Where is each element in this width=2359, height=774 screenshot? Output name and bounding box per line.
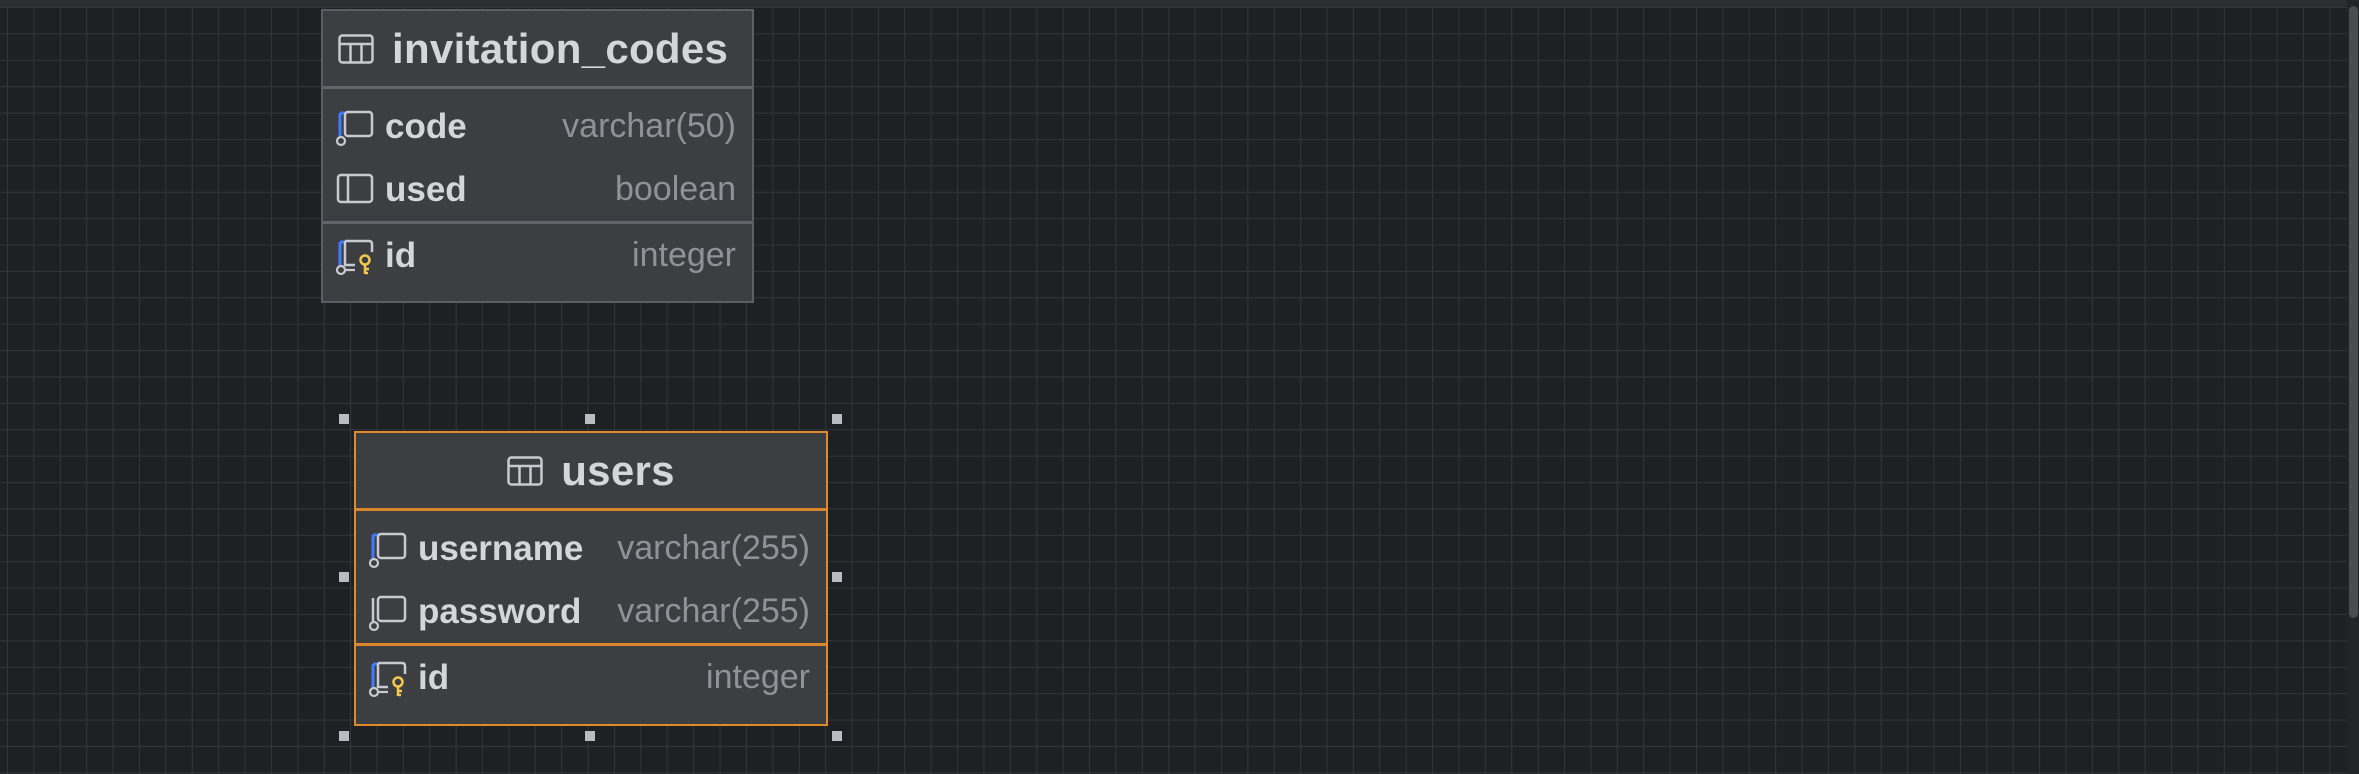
column-type: boolean xyxy=(614,170,736,208)
resize-handle-right[interactable] xyxy=(832,572,842,582)
table-header[interactable]: users xyxy=(356,433,826,508)
column-name: id xyxy=(385,235,417,275)
table-header[interactable]: invitation_codes xyxy=(323,11,752,86)
key-row-id[interactable]: id integer xyxy=(356,646,826,709)
column-type: integer xyxy=(706,658,810,696)
header-divider xyxy=(323,86,752,89)
column-type: integer xyxy=(632,236,736,274)
column-name: id xyxy=(418,657,450,697)
table-title: invitation_codes xyxy=(392,24,729,72)
column-name: code xyxy=(385,106,467,146)
canvas-top-edge xyxy=(0,0,2359,7)
column-icon xyxy=(335,170,375,210)
table-icon xyxy=(507,455,543,486)
resize-handle-bottom[interactable] xyxy=(585,731,595,741)
column-type: varchar(50) xyxy=(562,107,736,145)
resize-handle-left[interactable] xyxy=(339,572,349,582)
column-row-used[interactable]: used boolean xyxy=(323,158,752,221)
table-icon xyxy=(338,33,374,64)
column-type: varchar(255) xyxy=(617,592,810,630)
table-invitation-codes[interactable]: invitation_codes code varchar(50) used b… xyxy=(321,9,754,303)
resize-handle-bottom-left[interactable] xyxy=(339,731,349,741)
column-type: varchar(255) xyxy=(617,529,810,567)
table-users[interactable]: users username varchar(255) password var… xyxy=(354,431,828,726)
column-name: username xyxy=(418,528,584,568)
column-row-code[interactable]: code varchar(50) xyxy=(323,95,752,158)
resize-handle-top[interactable] xyxy=(585,414,595,424)
column-nullable-icon xyxy=(335,107,375,147)
column-name: password xyxy=(418,591,582,631)
key-divider xyxy=(323,221,752,224)
column-row-password[interactable]: password varchar(255) xyxy=(356,580,826,643)
header-divider xyxy=(356,508,826,511)
column-nullable-icon xyxy=(368,592,408,632)
column-row-username[interactable]: username varchar(255) xyxy=(356,517,826,580)
column-name: used xyxy=(385,169,467,209)
table-title: users xyxy=(561,446,675,494)
column-nullable-icon xyxy=(368,529,408,569)
key-row-id[interactable]: id integer xyxy=(323,224,752,287)
resize-handle-bottom-right[interactable] xyxy=(832,731,842,741)
scrollbar-thumb[interactable] xyxy=(2349,6,2358,618)
resize-handle-top-right[interactable] xyxy=(832,414,842,424)
resize-handle-top-left[interactable] xyxy=(339,414,349,424)
primary-key-icon xyxy=(335,236,375,276)
primary-key-icon xyxy=(368,658,408,698)
key-divider xyxy=(356,643,826,646)
